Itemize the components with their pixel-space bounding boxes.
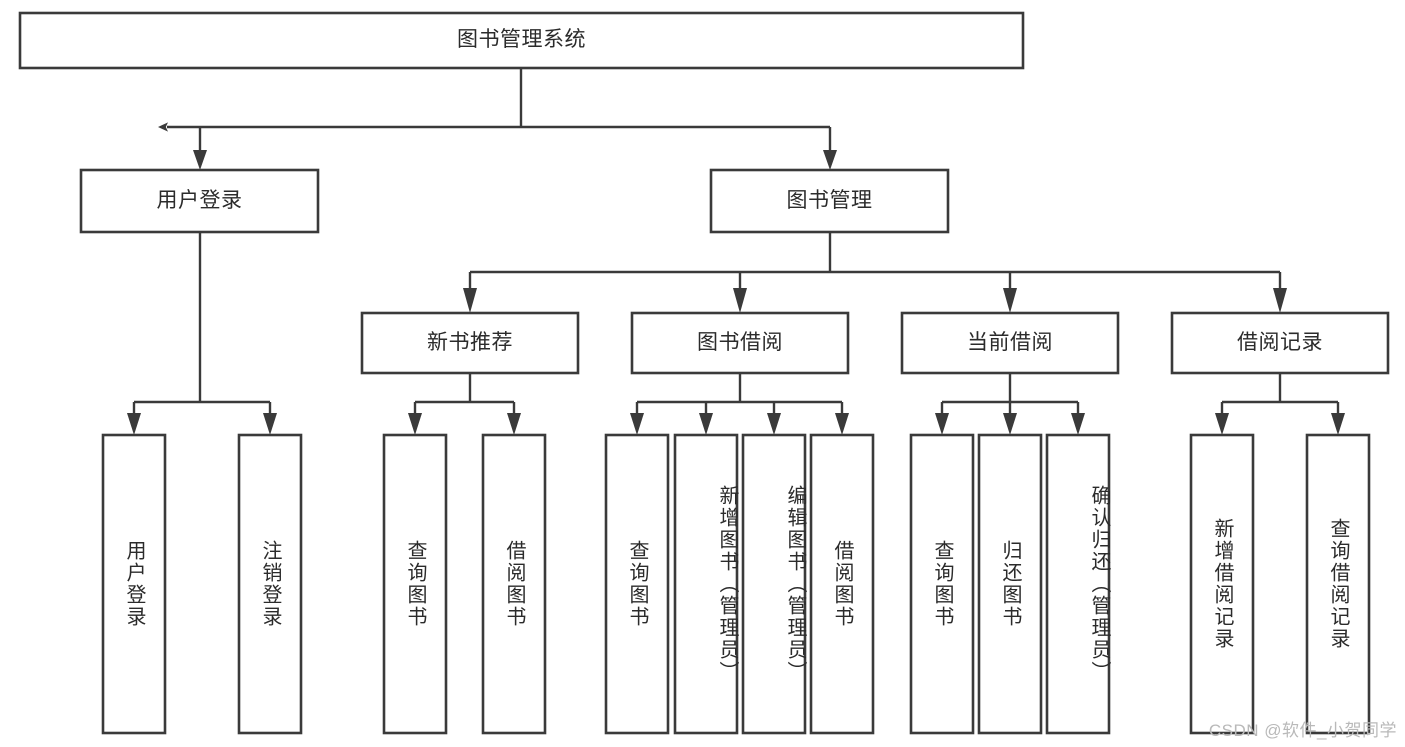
node-box-user-login[interactable] (79, 168, 320, 234)
leaf-box-current-borrow-1[interactable] (909, 433, 975, 735)
arrowhead-cb-leaf-3 (1071, 413, 1085, 435)
node-box-book-manage[interactable] (709, 168, 950, 234)
edge-newbook-bus (415, 373, 514, 404)
arrowhead-bb-leaf-2 (699, 413, 713, 435)
edge-bookmanage-bus (470, 232, 1280, 274)
leaf-box-new-book-rec-1[interactable] (382, 433, 448, 735)
arrowhead-new-book-rec (463, 288, 477, 313)
leaf-box-book-borrow-1[interactable] (604, 433, 670, 735)
node-box-book-borrow[interactable] (630, 311, 850, 375)
arrowhead-borrow-record (1273, 288, 1287, 313)
arrowhead-bb-leaf-1 (630, 413, 644, 435)
arrowhead-br-leaf-1 (1215, 413, 1229, 435)
arrowhead-cb-leaf-2 (1003, 413, 1017, 435)
arrowhead-book-manage (823, 150, 837, 170)
edge-bookborrow-bus (637, 373, 842, 404)
leaf-box-current-borrow-2[interactable] (977, 433, 1043, 735)
arrowhead-nb-leaf-2 (507, 413, 521, 435)
arrowhead-current-borrow (1003, 288, 1017, 313)
leaf-box-borrow-record-1[interactable] (1189, 433, 1255, 735)
node-box-current-borrow[interactable] (900, 311, 1120, 375)
node-box-borrow-record[interactable] (1170, 311, 1390, 375)
arrowhead-cb-leaf-1 (935, 413, 949, 435)
node-box-new-book-rec[interactable] (360, 311, 580, 375)
edge-currentborrow-bus (942, 373, 1078, 404)
arrowhead-bb-leaf-4 (835, 413, 849, 435)
arrowhead-leaf-logout (263, 413, 277, 435)
leaf-box-borrow-record-2[interactable] (1305, 433, 1371, 735)
edge-root-bus (200, 68, 830, 129)
leaf-box-book-borrow-3[interactable] (741, 433, 807, 735)
watermark-text: CSDN @软件_小贺同学 (1208, 721, 1397, 740)
node-box-root[interactable] (18, 11, 1025, 70)
leaf-box-user-login-1[interactable] (101, 433, 167, 735)
leaf-box-user-login-2[interactable] (237, 433, 303, 735)
arrowhead-book-borrow (733, 288, 747, 313)
leaf-box-book-borrow-4[interactable] (809, 433, 875, 735)
arrowhead-nb-leaf-1 (408, 413, 422, 435)
arrowhead-user-login (193, 150, 207, 170)
leaf-box-new-book-rec-2[interactable] (481, 433, 547, 735)
arrowhead-leaf-user-login (127, 413, 141, 435)
leaf-box-book-borrow-2[interactable] (673, 433, 739, 735)
arrowhead-br-leaf-2 (1331, 413, 1345, 435)
leaf-box-current-borrow-3[interactable] (1045, 433, 1111, 735)
edge-userlogin-bus (134, 232, 270, 404)
arrowhead-bb-leaf-3 (767, 413, 781, 435)
edge-borrowrecord-bus (1222, 373, 1338, 404)
